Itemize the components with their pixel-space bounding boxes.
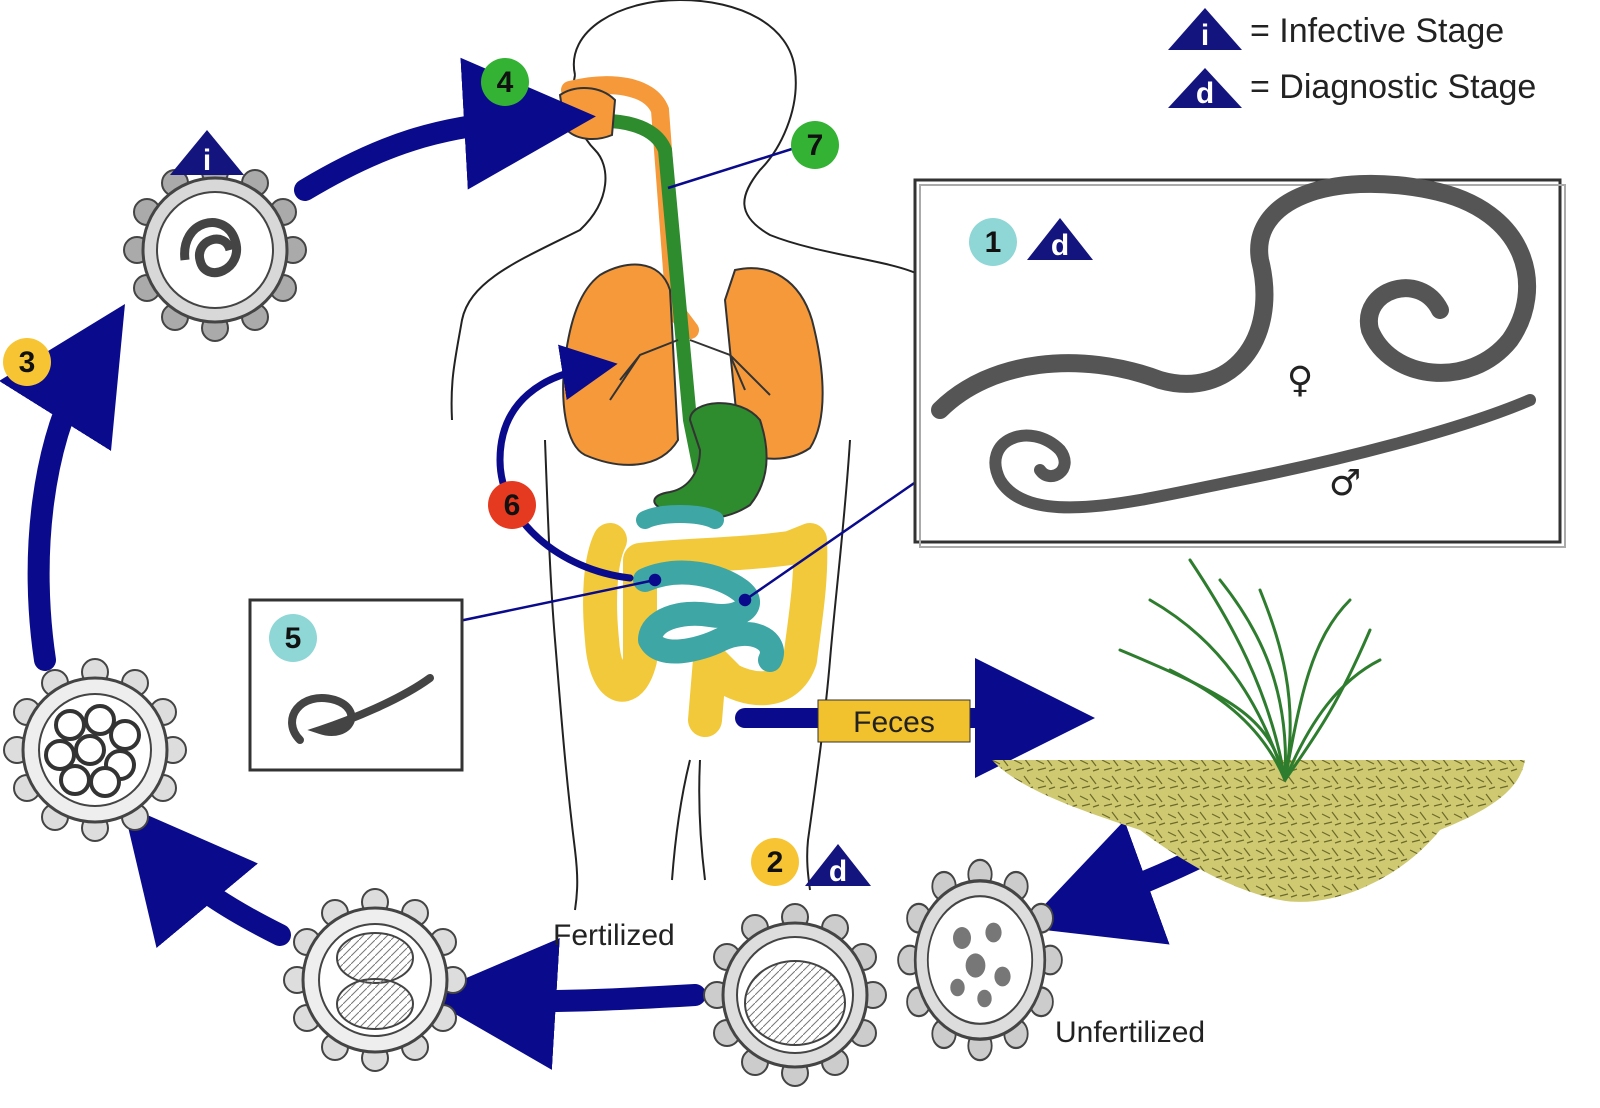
- infective-stage-marker: i: [170, 130, 244, 177]
- diagnostic-legend-symbol: d: [1196, 77, 1214, 110]
- infective-legend-symbol: i: [1201, 19, 1209, 52]
- step-6-number: 6: [504, 489, 521, 522]
- unfertilized-label: Unfertilized: [1055, 1016, 1205, 1049]
- adult-worms-panel: ♀ ♂: [913, 174, 1566, 548]
- human-body-outline: [450, 0, 921, 911]
- small-intestine: [633, 560, 784, 672]
- embryonated-egg: [3, 658, 187, 842]
- cleavage-egg: [283, 888, 467, 1072]
- diagnostic-triangle-icon: [1168, 68, 1242, 108]
- fertilized-label: Fertilized: [553, 919, 675, 952]
- unfertilized-egg: [896, 858, 1064, 1062]
- soil-with-grass: [992, 558, 1525, 902]
- step-5-number: 5: [285, 622, 302, 655]
- diagnostic-stage-legend: d = Diagnostic Stage: [1168, 68, 1536, 110]
- feces-label: Feces: [817, 699, 971, 743]
- female-symbol: ♀: [1287, 360, 1313, 401]
- bronchi: [609, 339, 771, 401]
- step-4-badge: [481, 58, 529, 106]
- arrow-ingestion: [294, 57, 596, 201]
- arrow-embryo-to-infective: [0, 304, 125, 671]
- step-4-number: 4: [497, 66, 514, 99]
- soil: [992, 760, 1525, 902]
- infective-triangle-icon: [1168, 8, 1242, 50]
- arrow-fertilized-to-cleavage: [424, 938, 706, 1070]
- mouth: [558, 87, 617, 141]
- step-7-number: 7: [807, 129, 824, 162]
- infective-legend-label: = Infective Stage: [1250, 12, 1504, 50]
- legend: i = Infective Stage d = Diagnostic Stage: [1168, 8, 1536, 110]
- grass: [1118, 558, 1382, 782]
- left-lung: [562, 263, 680, 466]
- larva: [288, 674, 434, 744]
- infective-stage-legend: i = Infective Stage: [1168, 8, 1504, 52]
- step-1-diagnostic-triangle-icon: [1027, 218, 1093, 260]
- step-6-badge: [488, 481, 536, 529]
- female-worm: [931, 174, 1537, 419]
- diagnostic-legend-label: = Diagnostic Stage: [1250, 68, 1536, 106]
- infective-egg: [123, 158, 307, 342]
- step-2-stage-symbol: d: [829, 855, 847, 888]
- large-intestine: [583, 523, 828, 737]
- step-2-number: 2: [767, 846, 784, 879]
- male-symbol: ♂: [1329, 463, 1361, 504]
- step-1-stage-symbol: d: [1051, 229, 1069, 262]
- infective-marker-symbol: i: [203, 144, 211, 177]
- step-7-badge: [791, 121, 839, 169]
- step-3-number: 3: [19, 346, 36, 379]
- step-2-diagnostic-triangle-icon: [805, 844, 871, 886]
- fertilized-egg: [703, 903, 887, 1087]
- step-2-badge: [751, 838, 799, 886]
- male-worm: [989, 394, 1536, 514]
- arrow-cleavage-to-embryo: [122, 804, 291, 948]
- step-5-badge: [269, 614, 317, 662]
- step-1-badge: [969, 218, 1017, 266]
- feces-text: Feces: [853, 706, 935, 739]
- arrow-migration-to-lungs: [496, 344, 634, 582]
- step-badges: 1 d 2 d 3 4 5 6 7: [3, 58, 1093, 888]
- step-3-badge: [3, 338, 51, 386]
- step-1-number: 1: [985, 226, 1002, 259]
